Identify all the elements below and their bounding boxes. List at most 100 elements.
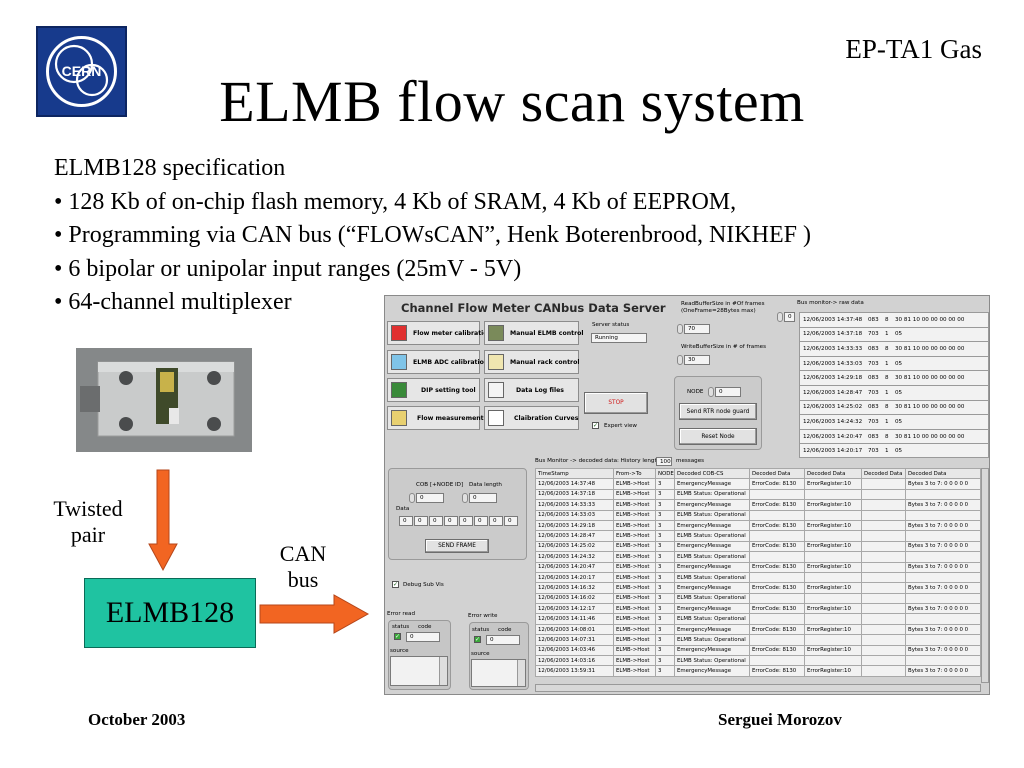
dip-icon — [391, 382, 407, 398]
table-cell: 12/06/2003 14:03:46 — [535, 644, 614, 657]
table-cell: 3 — [655, 644, 675, 657]
table-cell: EmergencyMessage — [674, 540, 750, 553]
decoded-header-cell: From->To — [613, 467, 656, 480]
decoded-table-hscroll[interactable] — [535, 684, 981, 692]
table-cell — [749, 488, 805, 501]
raw-data-cell: 8 — [885, 345, 889, 352]
table-cell: ELMB Status: Operational — [674, 488, 750, 501]
decoded-table-vscroll[interactable] — [981, 468, 989, 683]
table-cell: ELMB->Host — [613, 582, 656, 594]
raw-index-spinner[interactable] — [777, 312, 783, 322]
raw-data-cell: 1 — [885, 360, 889, 367]
error-write-source-label: source — [471, 651, 490, 657]
table-cell: ErrorRegister:10 — [804, 603, 862, 615]
write-buffer-spinner[interactable] — [677, 355, 683, 365]
spec-item: 128 Kb of on-chip flash memory, 4 Kb of … — [54, 186, 811, 220]
table-cell: 3 — [655, 571, 675, 584]
raw-data-cell: 1 — [885, 447, 889, 454]
write-buffer-field[interactable]: 30 — [684, 355, 710, 365]
send-rtr-node-guard-button[interactable]: Send RTR node guard — [679, 403, 757, 420]
data-byte-field[interactable]: 0 — [399, 516, 413, 526]
raw-index-field[interactable]: 0 — [784, 312, 795, 322]
table-cell: EmergencyMessage — [674, 644, 750, 657]
error-write-status-indicator: ✓ — [474, 636, 481, 643]
raw-data-cell: 30 81 10 00 00 00 00 00 — [895, 375, 965, 382]
raw-data-cell: 12/06/2003 14:28:47 — [803, 389, 863, 396]
table-cell: ELMB->Host — [613, 551, 656, 563]
read-buffer-spinner[interactable] — [677, 324, 683, 334]
send-frame-button[interactable]: SEND FRAME — [425, 539, 489, 553]
table-cell — [749, 509, 805, 521]
raw-data-cell: 12/06/2003 14:37:48 — [803, 316, 863, 323]
table-cell: ELMB Status: Operational — [674, 613, 750, 625]
raw-data-cell: 703 — [868, 418, 879, 425]
data-length-spinner[interactable] — [462, 493, 468, 503]
table-cell: EmergencyMessage — [674, 603, 750, 615]
expert-view-checkbox[interactable]: ✓ — [592, 422, 599, 429]
bus-raw-label: Bus monitor-> raw data — [797, 300, 864, 306]
table-cell: 3 — [655, 603, 675, 615]
data-byte-field[interactable]: 0 — [429, 516, 443, 526]
table-cell: Bytes 3 to 7: 0 0 0 0 0 — [905, 561, 981, 573]
cob-field[interactable]: 0 — [416, 493, 444, 503]
error-write-scrollbar[interactable] — [517, 660, 525, 686]
table-cell: ErrorCode: 8130 — [749, 665, 805, 677]
reset-node-button[interactable]: Reset Node — [679, 428, 757, 445]
data-byte-field[interactable]: 0 — [414, 516, 428, 526]
history-length-field[interactable]: 100 — [656, 457, 672, 466]
table-cell: ELMB->Host — [613, 655, 656, 667]
table-cell — [861, 561, 906, 573]
data-byte-field[interactable]: 0 — [474, 516, 488, 526]
node-label: NODE — [687, 389, 704, 395]
cob-label: COB [+NODE ID] — [416, 482, 464, 488]
table-cell — [861, 623, 906, 636]
dip-setting-tool-button[interactable]: DIP setting tool — [387, 378, 480, 402]
node-field[interactable]: 0 — [715, 387, 741, 397]
data-byte-field[interactable]: 0 — [459, 516, 473, 526]
table-cell: ErrorRegister:10 — [804, 519, 862, 532]
table-cell: ELMB->Host — [613, 478, 656, 490]
data-log-files-button[interactable]: Data Log files — [484, 378, 579, 402]
table-cell — [804, 488, 862, 501]
table-cell: 12/06/2003 14:20:47 — [535, 561, 614, 573]
raw-data-cell: 083 — [868, 345, 879, 352]
stop-button[interactable]: STOP — [584, 392, 648, 414]
table-cell: ELMB Status: Operational — [674, 655, 750, 667]
read-buffer-field[interactable]: 70 — [684, 324, 710, 334]
table-cell: 3 — [655, 540, 675, 553]
table-cell — [804, 634, 862, 646]
table-cell: ErrorCode: 8130 — [749, 478, 805, 490]
table-cell: ELMB->Host — [613, 603, 656, 615]
error-read-status-label: status — [392, 624, 410, 630]
table-cell — [905, 509, 981, 521]
manual-elmb-control-button[interactable]: Manual ELMB control — [484, 321, 584, 345]
flow-measurement-button[interactable]: Flow measurement — [387, 406, 484, 430]
node-spinner[interactable] — [708, 387, 714, 397]
flow-meter-calibration-button[interactable]: Flow meter calibration — [387, 321, 492, 345]
raw-data-cell: 12/06/2003 14:37:18 — [803, 331, 863, 338]
table-cell: Bytes 3 to 7: 0 0 0 0 0 — [905, 644, 981, 657]
data-byte-field[interactable]: 0 — [444, 516, 458, 526]
debug-sub-vis-checkbox[interactable]: ✓ — [392, 581, 399, 588]
raw-data-cell: 8 — [885, 404, 889, 411]
error-read-scrollbar[interactable] — [439, 657, 447, 685]
manual-rack-control-button[interactable]: Manual rack control — [484, 350, 579, 374]
data-length-field[interactable]: 0 — [469, 493, 497, 503]
calibration-curves-button[interactable]: Claibration Curves — [484, 406, 579, 430]
elmb-adc-calibration-button[interactable]: ELMB ADC calibration — [387, 350, 488, 374]
table-cell: 3 — [655, 613, 675, 625]
table-cell — [861, 540, 906, 553]
table-cell: 3 — [655, 509, 675, 521]
table-cell — [749, 613, 805, 625]
data-byte-field[interactable]: 0 — [504, 516, 518, 526]
table-cell: 3 — [655, 530, 675, 542]
cob-spinner[interactable] — [409, 493, 415, 503]
data-byte-field[interactable]: 0 — [489, 516, 503, 526]
